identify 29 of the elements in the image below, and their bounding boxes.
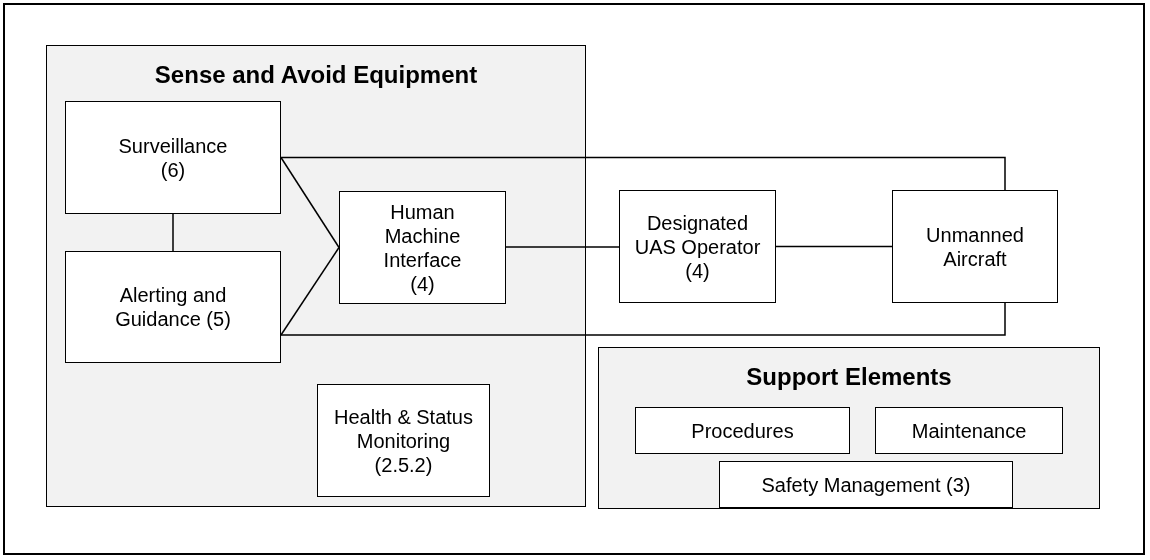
connector-line xyxy=(280,156,1006,191)
process-box xyxy=(719,461,1013,508)
group-title: Support Elements xyxy=(745,363,953,391)
process-box xyxy=(875,407,1063,454)
box-label: Maintenance xyxy=(911,418,1027,443)
process-box xyxy=(635,407,850,454)
process-box xyxy=(619,190,776,303)
connector-line xyxy=(775,245,893,248)
connector-line xyxy=(172,213,174,252)
connector-line xyxy=(280,156,340,249)
group-panel xyxy=(46,45,586,507)
process-box xyxy=(339,191,506,304)
process-box xyxy=(892,190,1058,303)
box-label: Human Machine Interface (4) xyxy=(382,199,463,296)
connector-line xyxy=(280,302,1006,336)
process-box xyxy=(317,384,490,497)
connector-line xyxy=(505,246,620,248)
box-label: Safety Management (3) xyxy=(761,472,971,497)
box-label: Health & Status Monitoring (2.5.2) xyxy=(333,404,474,477)
process-box xyxy=(65,101,281,214)
process-box xyxy=(65,251,281,363)
box-label: Designated UAS Operator (4) xyxy=(633,210,762,283)
box-label: Surveillance (6) xyxy=(117,133,229,182)
group-panel xyxy=(598,347,1100,509)
group-title: Sense and Avoid Equipment xyxy=(153,61,479,89)
box-label: Alerting and Guidance (5) xyxy=(114,283,232,331)
box-label: Unmanned Aircraft xyxy=(925,222,1025,271)
box-label: Procedures xyxy=(691,418,794,443)
connector-line xyxy=(280,246,340,336)
